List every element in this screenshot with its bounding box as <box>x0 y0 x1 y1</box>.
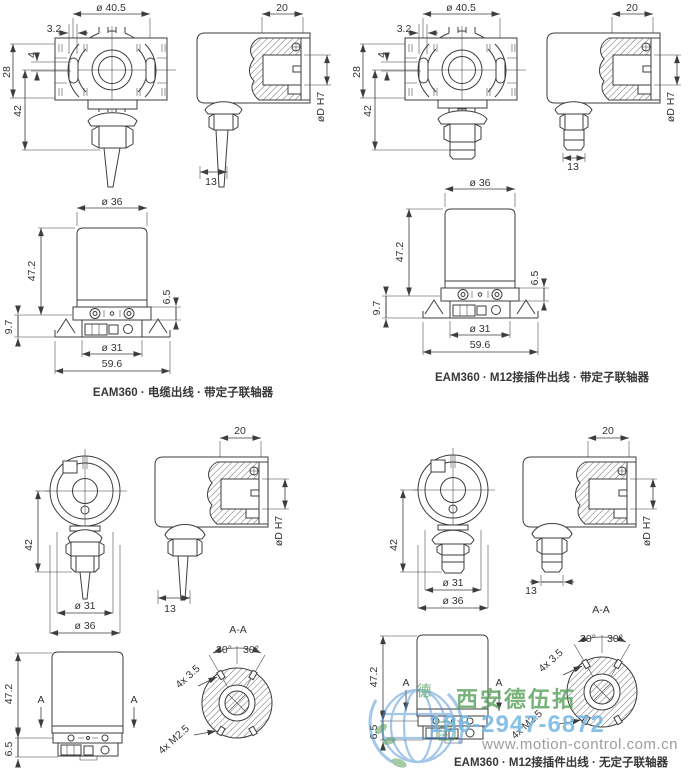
cable-gland-side <box>200 102 242 187</box>
profile-view-coupling <box>382 189 549 355</box>
dim-pilot-dia: ø 31 <box>469 323 490 335</box>
dim-shaft-length: 42 <box>23 539 35 551</box>
dim-slot-width: 4 <box>26 52 38 58</box>
section-marker-a-left: A <box>37 694 44 706</box>
watermark: 德 西安德伍拓 186-2947-6872 www.motion-control… <box>368 682 678 768</box>
leaf-decoration-icon <box>374 724 407 768</box>
dim-bolt-circle: ø 40.5 <box>96 2 126 14</box>
dim-coupling-height: 9.7 <box>3 320 15 335</box>
profile-view-plain <box>15 652 134 767</box>
dim-shaft-length: 42 <box>388 539 400 551</box>
dim-coupling-width: 59.6 <box>102 358 123 370</box>
dim-body-height: 47.2 <box>394 242 406 263</box>
dim-holes: 4x 3.5 <box>536 647 565 675</box>
dim-depth: 20 <box>234 425 246 437</box>
dim-slot-offset: 3.2 <box>397 23 412 35</box>
front-view-flange <box>360 14 526 150</box>
side-view-housing <box>547 14 681 103</box>
dim-pilot-dia: ø 31 <box>101 342 122 354</box>
dim-holes: 4x 3.5 <box>173 663 202 691</box>
watermark-company: 西安德伍拓 <box>456 687 576 712</box>
dim-plug-dia: 13 <box>525 585 537 597</box>
dim-threads: 4x M2.5 <box>156 723 192 757</box>
dim-depth: 20 <box>276 2 288 14</box>
dim-gland-length: 42 <box>12 105 24 117</box>
watermark-website: www.motion-control.com.cn <box>481 736 678 753</box>
m12-plug-side <box>530 524 574 587</box>
section-marker-a-right: A <box>495 677 502 689</box>
dim-cable-dia: 13 <box>205 176 217 188</box>
caption-cable-with-coupling: EAM360 · 电缆出线 · 带定子联轴器 <box>93 385 274 399</box>
dim-bore: øD H7 <box>315 92 327 122</box>
dim-bore: øD H7 <box>641 516 653 546</box>
cable-gland-front <box>87 99 138 188</box>
front-view-round <box>412 447 496 536</box>
dim-base-height: 6.5 <box>3 742 15 757</box>
m12-plug-side <box>555 102 592 162</box>
caption-m12-no-coupling: EAM360 · M12接插件出线 · 无定子联轴器 <box>454 755 669 769</box>
dim-depth: 20 <box>626 2 638 14</box>
dim-angle-right: 30° <box>607 633 623 645</box>
panel-m12-with-coupling: ø 40.5 3.2 4 28 42 20 øD H7 13 ø 36 47.2… <box>351 2 681 384</box>
dim-coupling-height: 9.7 <box>371 301 383 316</box>
dim-gland-length: 42 <box>362 105 374 117</box>
dim-plug-dia: 13 <box>567 161 579 173</box>
panel-cable-with-coupling: ø 40.5 3.2 4 28 42 20 øD H7 13 ø 36 47.2… <box>1 2 331 399</box>
dim-body-dia: ø 36 <box>442 595 463 607</box>
dim-flange-height: 28 <box>351 66 363 78</box>
front-view-round <box>44 448 128 537</box>
dim-body-height: 47.2 <box>368 667 380 688</box>
dim-hub-dia: ø 31 <box>442 577 463 589</box>
seal-glyph-icon <box>440 726 452 736</box>
dim-cable-dia: 13 <box>164 603 176 615</box>
section-marker-a-right: A <box>130 694 137 706</box>
dim-flange-thickness: 6.5 <box>529 271 541 286</box>
side-view-housing <box>523 438 657 527</box>
dim-angle-left: 30° <box>216 644 232 656</box>
dim-body-height: 47.2 <box>26 261 38 282</box>
side-view-housing <box>155 438 289 527</box>
seal-stamp-icon <box>436 721 456 741</box>
dim-body-dia: ø 36 <box>469 177 490 189</box>
dim-depth: 20 <box>602 425 614 437</box>
panel-cable-no-coupling: 42 ø 31 ø 36 20 øD H7 13 A-A 47.2 6.5 A … <box>3 425 289 767</box>
dim-body-dia: ø 36 <box>74 620 95 632</box>
dim-angle-left: 30° <box>580 633 596 645</box>
dim-angle-right: 30° <box>243 644 259 656</box>
side-view-housing <box>197 14 331 103</box>
watermark-phone: 186-2947-6872 <box>429 711 605 738</box>
dim-bolt-circle: ø 40.5 <box>446 2 476 14</box>
dim-coupling-width: 59.6 <box>470 339 491 351</box>
dim-flange-height: 28 <box>1 66 13 78</box>
dim-bore: øD H7 <box>273 516 285 546</box>
cable-gland-side <box>158 525 205 605</box>
dim-hub-dia: ø 31 <box>74 600 95 612</box>
section-view <box>194 646 272 738</box>
dim-slot-width: 4 <box>376 52 388 58</box>
dim-flange-thickness: 6.5 <box>161 290 173 305</box>
section-title: A-A <box>592 604 610 616</box>
dim-body-height: 47.2 <box>3 684 15 705</box>
section-title: A-A <box>229 624 247 636</box>
logo-character: 德 <box>416 682 431 700</box>
dim-slot-offset: 3.2 <box>47 23 62 35</box>
caption-m12-with-coupling: EAM360 · M12接插件出线 · 带定子联轴器 <box>435 370 650 384</box>
section-marker-a-left: A <box>402 677 409 689</box>
dim-body-dia: ø 36 <box>101 196 122 208</box>
dim-bore: øD H7 <box>665 92 677 122</box>
profile-view-coupling <box>14 208 181 374</box>
